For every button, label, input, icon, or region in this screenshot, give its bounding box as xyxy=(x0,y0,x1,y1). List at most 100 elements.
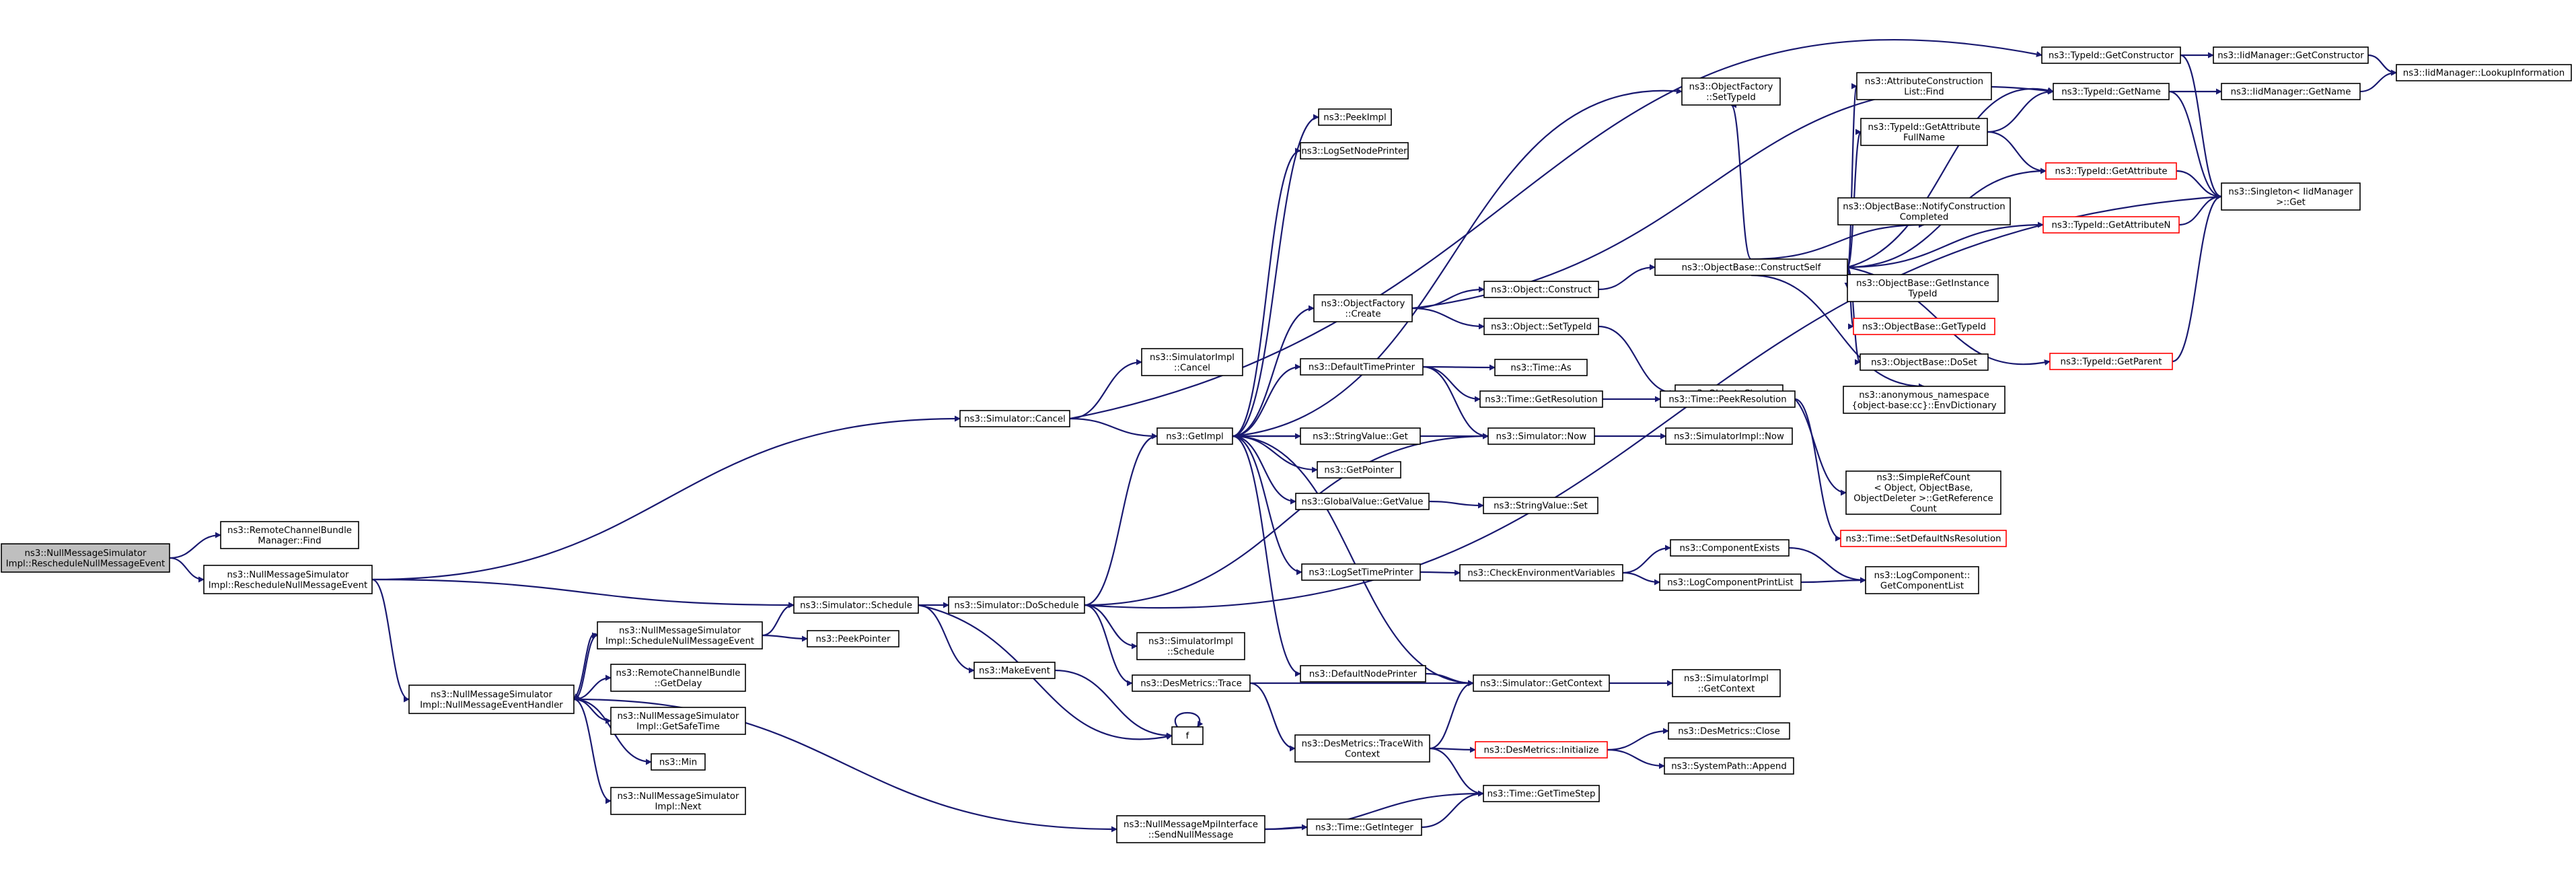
node-sim-cancel[interactable]: ns3::Simulator::Cancel xyxy=(959,410,1070,427)
node-objfactory-create[interactable]: ns3::ObjectFactory::Create xyxy=(1313,294,1413,322)
node-min[interactable]: ns3::Min xyxy=(651,753,706,771)
node-typeid-getattributen[interactable]: ns3::TypeId::GetAttributeN xyxy=(2043,216,2180,234)
node-simplerefcount[interactable]: ns3::SimpleRefCount< Object, ObjectBase,… xyxy=(1845,470,2001,515)
node-label: Impl::ScheduleNullMessageEvent xyxy=(605,636,754,646)
node-sched-nme[interactable]: ns3::NullMessageSimulatorImpl::ScheduleN… xyxy=(597,621,763,650)
node-des-init[interactable]: ns3::DesMetrics::Initialize xyxy=(1475,741,1608,759)
node-box xyxy=(597,621,763,650)
node-box xyxy=(1660,390,1796,408)
node-defaultnodeprinter[interactable]: ns3::DefaultNodePrinter xyxy=(1300,665,1426,682)
node-typeid-getparent[interactable]: ns3::TypeId::GetParent xyxy=(2049,353,2173,370)
node-logcomp-getlist[interactable]: ns3::LogComponent::GetComponentList xyxy=(1865,566,1979,594)
node-makeevent[interactable]: ns3::MakeEvent xyxy=(973,662,1056,679)
edge-compexists-to-logcomp-getlist xyxy=(1788,547,1866,584)
node-simimpl-now[interactable]: ns3::SimulatorImpl::Now xyxy=(1665,427,1793,445)
node-singleton-get[interactable]: ns3::Singleton< IidManager>::Get xyxy=(2221,182,2361,211)
node-des-trace[interactable]: ns3::DesMetrics::Trace xyxy=(1132,674,1251,692)
node-logsetnodeprinter[interactable]: ns3::LogSetNodePrinter xyxy=(1300,142,1409,160)
node-logsettimeprinter[interactable]: ns3::LogSetTimePrinter xyxy=(1301,563,1421,581)
node-compexists[interactable]: ns3::ComponentExists xyxy=(1670,539,1790,557)
node-time-setdefns[interactable]: ns3::Time::SetDefaultNsResolution xyxy=(1840,530,2007,547)
node-peekimpl[interactable]: ns3::PeekImpl xyxy=(1318,108,1392,126)
node-simimpl-getctx[interactable]: ns3::SimulatorImpl::GetContext xyxy=(1672,669,1781,697)
node-box xyxy=(1665,427,1793,445)
node-label: ObjectDeleter >::GetReference xyxy=(1853,493,1993,503)
node-objbase-doset[interactable]: ns3::ObjectBase::DoSet xyxy=(1860,353,1989,371)
node-label: ns3::LogSetTimePrinter xyxy=(1309,568,1413,578)
node-globalvalue-get[interactable]: ns3::GlobalValue::GetValue xyxy=(1295,493,1430,510)
node-label: ns3::Time::GetInteger xyxy=(1315,823,1413,833)
node-f[interactable]: f xyxy=(1171,726,1204,745)
node-obj-construct[interactable]: ns3::Object::Construct xyxy=(1483,281,1599,298)
node-objbase-cs[interactable]: ns3::ObjectBase::ConstructSelf xyxy=(1654,258,1848,276)
node-label: ns3::ObjectFactory xyxy=(1321,299,1405,309)
node-label: GetComponentList xyxy=(1880,581,1964,591)
node-label: ns3::NullMessageMpiInterface xyxy=(1124,820,1258,830)
node-time-getres[interactable]: ns3::Time::GetResolution xyxy=(1479,390,1603,408)
node-typeid-getname[interactable]: ns3::TypeId::GetName xyxy=(2053,83,2170,100)
node-label: ns3::SimulatorImpl::Now xyxy=(1674,432,1784,442)
edge-f-self-loop xyxy=(1175,711,1204,728)
node-doschedule[interactable]: ns3::Simulator::DoSchedule xyxy=(948,596,1085,614)
node-time-gettimestep[interactable]: ns3::Time::GetTimeStep xyxy=(1483,785,1600,802)
node-getimpl[interactable]: ns3::GetImpl xyxy=(1156,427,1233,445)
node-typeid-getattribute[interactable]: ns3::TypeId::GetAttribute xyxy=(2045,162,2177,180)
edge-iidm-getname-to-iidm-lookupinfo xyxy=(2359,69,2397,93)
node-root[interactable]: ns3::NullMessageSimulatorImpl::Reschedul… xyxy=(1,543,170,573)
node-logcompprintlist[interactable]: ns3::LogComponentPrintList xyxy=(1659,573,1802,591)
edge-defaulttimeprinter-to-sim-now xyxy=(1422,365,1489,440)
node-box xyxy=(2221,83,2361,100)
edge-time-peekres-to-time-setdefns xyxy=(1794,398,1841,542)
node-box xyxy=(1300,427,1421,445)
node-objbase-notify[interactable]: ns3::ObjectBase::NotifyConstructionCompl… xyxy=(1837,197,2011,225)
node-time-getinteger[interactable]: ns3::Time::GetInteger xyxy=(1307,818,1422,836)
node-anon-envdict[interactable]: ns3::anonymous_namespace{object-base:cc}… xyxy=(1843,386,2005,414)
node-label: Impl::RescheduleNullMessageEvent xyxy=(6,559,165,569)
node-handler[interactable]: ns3::NullMessageSimulatorImpl::NullMessa… xyxy=(408,685,575,714)
node-box xyxy=(1,543,170,573)
node-box xyxy=(1860,353,1989,371)
node-box xyxy=(1307,818,1422,836)
node-mpi-sendnull[interactable]: ns3::NullMessageMpiInterface::SendNullMe… xyxy=(1116,815,1265,843)
node-iidm-lookupinfo[interactable]: ns3::IidManager::LookupInformation xyxy=(2396,64,2572,81)
node-simimpl-cancel[interactable]: ns3::SimulatorImpl::Cancel xyxy=(1141,348,1243,376)
node-check-env[interactable]: ns3::CheckEnvironmentVariables xyxy=(1459,564,1623,582)
node-iidm-getname[interactable]: ns3::IidManager::GetName xyxy=(2221,83,2361,100)
node-getsafetime[interactable]: ns3::NullMessageSimulatorImpl::GetSafeTi… xyxy=(610,707,746,735)
node-peekpointer[interactable]: ns3::PeekPointer xyxy=(807,630,899,647)
node-box xyxy=(1860,118,1988,146)
edge-doschedule-to-simimpl-schedule xyxy=(1084,604,1138,650)
node-des-close[interactable]: ns3::DesMetrics::Close xyxy=(1668,722,1790,740)
node-time-as[interactable]: ns3::Time::As xyxy=(1494,359,1588,376)
node-label: ns3::NullMessageSimulator xyxy=(431,690,553,700)
node-resched[interactable]: ns3::NullMessageSimulatorImpl::Reschedul… xyxy=(203,565,373,594)
node-syspath-append[interactable]: ns3::SystemPath::Append xyxy=(1664,757,1794,775)
node-rcb-getdelay[interactable]: ns3::RemoteChannelBundle::GetDelay xyxy=(610,664,746,692)
node-sim-now[interactable]: ns3::Simulator::Now xyxy=(1487,427,1595,445)
node-sim-getcontext[interactable]: ns3::Simulator::GetContext xyxy=(1473,674,1610,692)
node-stringvalue-get[interactable]: ns3::StringValue::Get xyxy=(1300,427,1421,445)
node-simimpl-schedule[interactable]: ns3::SimulatorImpl::Schedule xyxy=(1136,632,1245,660)
node-obj-settypeid[interactable]: ns3::Object::SetTypeId xyxy=(1483,318,1599,335)
node-label: ns3::SystemPath::Append xyxy=(1671,762,1787,772)
node-time-peekres[interactable]: ns3::Time::PeekResolution xyxy=(1660,390,1796,408)
node-sim-schedule[interactable]: ns3::Simulator::Schedule xyxy=(793,596,919,614)
node-objbase-gettypeid[interactable]: ns3::ObjectBase::GetTypeId xyxy=(1853,318,1995,335)
node-stringvalue-set[interactable]: ns3::StringValue::Set xyxy=(1483,497,1598,514)
node-typeid-getconstructor[interactable]: ns3::TypeId::GetConstructor xyxy=(2041,46,2181,64)
node-objfactory-settypeid[interactable]: ns3::ObjectFactory::SetTypeId xyxy=(1681,77,1781,106)
node-box xyxy=(1171,726,1204,745)
edge-objbase-cs-to-typeid-getattributen xyxy=(1847,221,2044,269)
node-box xyxy=(2041,46,2181,64)
node-getpointer[interactable]: ns3::GetPointer xyxy=(1317,461,1401,479)
node-defaulttimeprinter[interactable]: ns3::DefaultTimePrinter xyxy=(1300,358,1424,376)
node-label: ns3::SimulatorImpl xyxy=(1148,637,1233,647)
edge-check-env-to-compexists xyxy=(1622,545,1671,574)
node-iidm-getconstructor[interactable]: ns3::IidManager::GetConstructor xyxy=(2213,46,2369,64)
